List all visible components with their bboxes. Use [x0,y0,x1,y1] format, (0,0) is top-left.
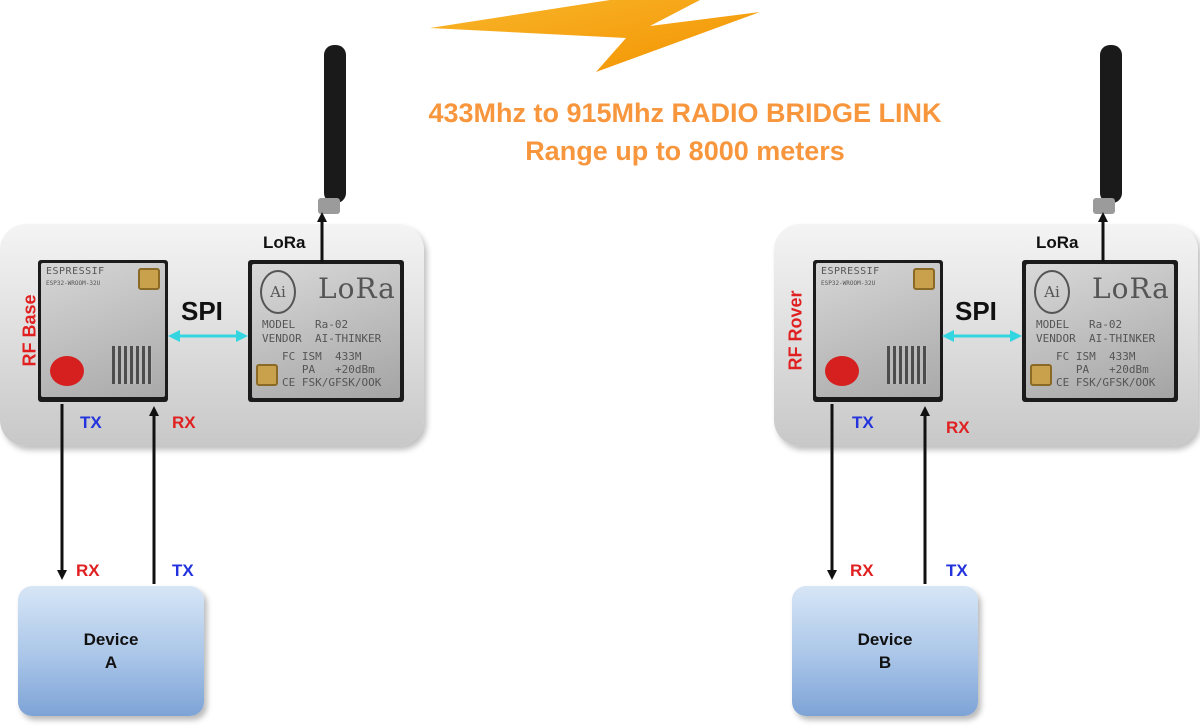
esp-model-text: ESP32-WROOM-32U [46,280,101,287]
lora-pa-line: PA +20dBm [282,363,375,376]
title-line-2: Range up to 8000 meters [525,136,845,166]
lora-vendor-line: VENDOR AI-THINKER [1036,332,1156,345]
device-rx-label: RX [76,561,100,580]
device-tx-label: TX [172,561,194,580]
ai-thinker-logo: Ai [1034,270,1070,314]
device-tx-label: TX [946,561,968,580]
antenna-connector-icon [138,268,160,290]
esp-rx-label: RX [946,418,970,437]
title-line-1: 433Mhz to 915Mhz RADIO BRIDGE LINK [428,98,942,128]
lora-ism-line: FC ISM 433M [1056,350,1136,363]
esp32-module: ESPRESSIF ESP32-WROOM-32U [813,260,943,402]
device-a-id: A [104,653,118,672]
lora-antenna-label: LoRa [1036,233,1079,252]
lora-fsk-line: CE FSK/GFSK/OOK [1056,376,1156,389]
lightning-bolt-icon [430,0,760,72]
lora-antenna-label: LoRa [263,233,306,252]
antenna-connector-icon [1030,364,1052,386]
espressif-logo-icon [825,356,859,386]
lora-fsk-line: CE FSK/GFSK/OOK [282,376,382,389]
spi-label: SPI [955,296,997,326]
esp-model-text: ESP32-WROOM-32U [821,280,876,287]
ai-thinker-logo: Ai [260,270,296,314]
qr-code-icon [887,346,927,384]
esp32-module: ESPRESSIF ESP32-WROOM-32U [38,260,168,402]
esp-brand-text: ESPRESSIF [46,266,105,277]
device-rx-label: RX [850,561,874,580]
esp-tx-label: TX [80,413,102,432]
qr-code-icon [112,346,152,384]
esp-tx-label: TX [852,413,874,432]
device-b-box: Device B [792,586,978,716]
lora-pa-line: PA +20dBm [1056,363,1149,376]
lora-model-line: MODEL Ra-02 [262,318,349,331]
lora-vendor-line: VENDOR AI-THINKER [262,332,382,345]
lora-module: Ai LoRa MODEL Ra-02 VENDOR AI-THINKER FC… [248,260,404,402]
lora-brand-text: LoRa [318,272,396,305]
device-a-box: Device A [18,586,204,716]
device-b-id: B [878,653,892,672]
spi-label: SPI [181,296,223,326]
esp-rx-label: RX [172,413,196,432]
antenna-connector-icon [913,268,935,290]
antenna-icon [1093,45,1122,214]
device-b-name: Device [857,630,913,649]
antenna-connector-icon [256,364,278,386]
lora-brand-text: LoRa [1092,272,1170,305]
lora-module: Ai LoRa MODEL Ra-02 VENDOR AI-THINKER FC… [1022,260,1178,402]
espressif-logo-icon [50,356,84,386]
lora-model-line: MODEL Ra-02 [1036,318,1123,331]
lora-ism-line: FC ISM 433M [282,350,362,363]
antenna-icon [318,45,346,214]
device-a-name: Device [83,630,139,649]
esp-brand-text: ESPRESSIF [821,266,880,277]
